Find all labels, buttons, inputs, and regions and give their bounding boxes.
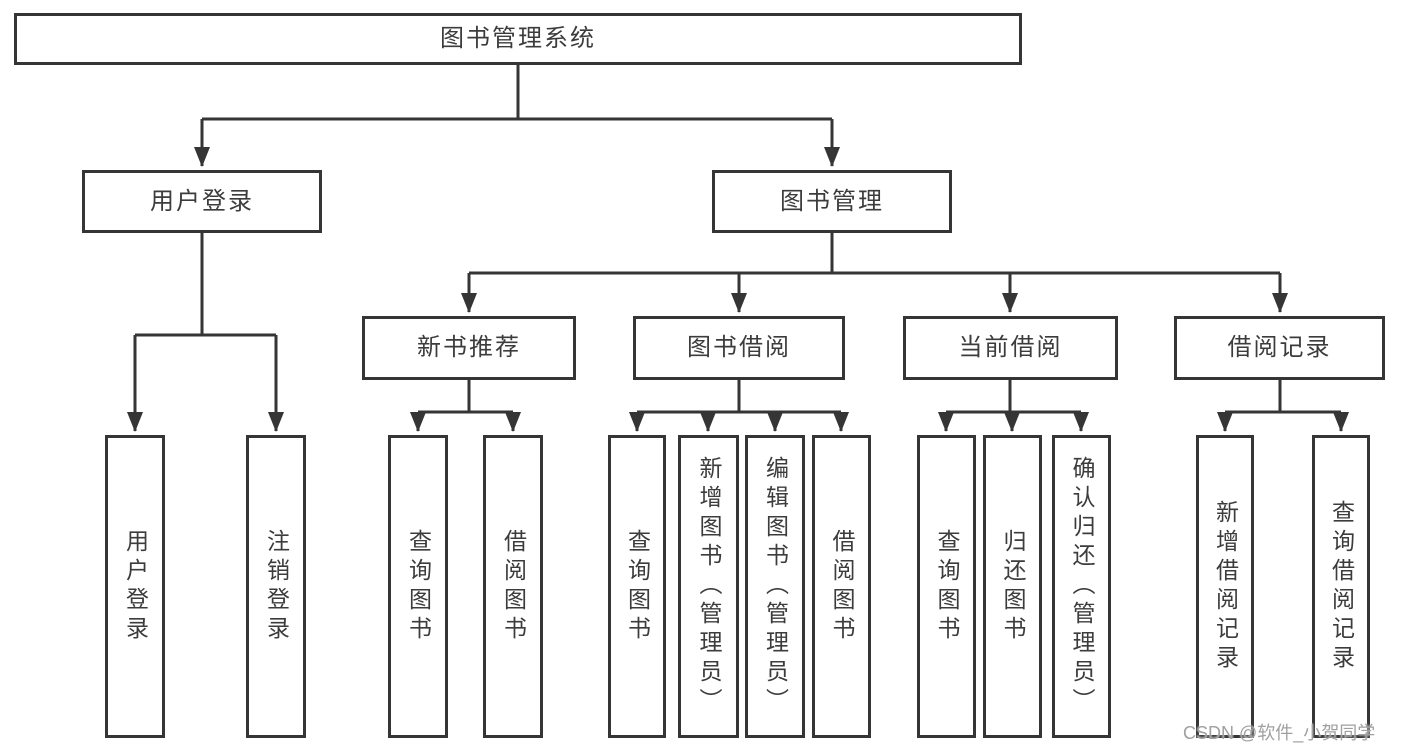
node-new-book-recommend: 新书推荐 <box>362 316 576 380</box>
leaf-return-books: 归还图书 <box>983 435 1042 738</box>
leaf-query-books-current: 查询图书 <box>917 435 976 738</box>
leaf-add-borrow-record: 新增借阅记录 <box>1196 435 1254 738</box>
node-user-login: 用户登录 <box>82 170 322 233</box>
edges-new-book-recommend <box>410 380 521 432</box>
leaf-borrow-books-recommend: 借阅图书 <box>483 435 543 738</box>
node-book-management: 图书管理 <box>712 170 952 233</box>
edges-user-login <box>127 233 284 432</box>
edges-book-borrow <box>629 380 849 432</box>
edges-book-management <box>461 233 1288 313</box>
node-book-borrow: 图书借阅 <box>633 316 845 380</box>
leaf-query-books-recommend: 查询图书 <box>388 435 448 738</box>
edges-borrow-record <box>1217 380 1349 432</box>
leaf-add-books-admin: 新增图书（管理员） <box>678 435 739 738</box>
leaf-borrow-books: 借阅图书 <box>812 435 871 738</box>
csdn-watermark: CSDN @软件_小贺同学 <box>1183 723 1376 743</box>
node-borrow-record: 借阅记录 <box>1174 316 1385 380</box>
edges-current-borrow <box>938 380 1089 432</box>
leaf-confirm-return-admin: 确认归还（管理员） <box>1052 435 1111 738</box>
leaf-logout: 注销登录 <box>246 435 306 738</box>
node-root-library-system: 图书管理系统 <box>14 13 1022 65</box>
edges-root <box>194 65 840 167</box>
node-current-borrow: 当前借阅 <box>903 316 1118 380</box>
leaf-edit-books-admin: 编辑图书（管理员） <box>745 435 805 738</box>
leaf-user-login: 用户登录 <box>105 435 165 738</box>
leaf-query-books-borrow: 查询图书 <box>608 435 666 738</box>
leaf-query-borrow-record: 查询借阅记录 <box>1312 435 1370 738</box>
